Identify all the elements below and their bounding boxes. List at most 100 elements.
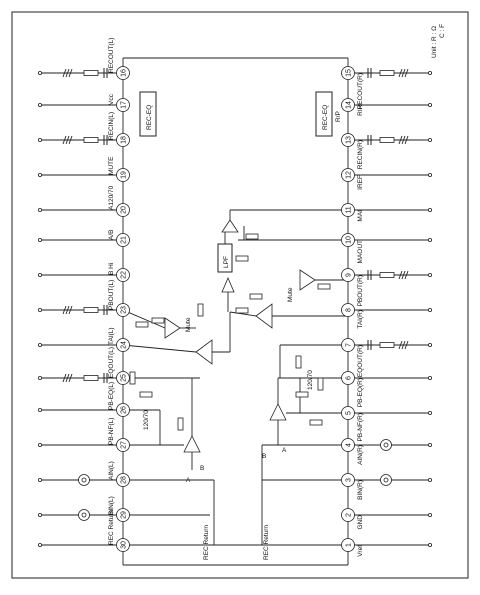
switch-b-right: B xyxy=(262,453,266,460)
pin-22: 22B Hi xyxy=(108,263,130,282)
ground-hash xyxy=(404,270,409,280)
mute-label-left: Mute xyxy=(185,317,192,332)
pin-1-terminal xyxy=(427,543,432,548)
ground-hash xyxy=(401,135,406,145)
pin-label-bin-r: BIN(R) xyxy=(357,480,364,500)
pin-label-maout: MAOUT xyxy=(357,240,364,264)
pin-25-number: 25 xyxy=(121,374,128,382)
pin-label-pb-nf-l: PB-NF(L) xyxy=(108,418,115,445)
rec-eq-right-label: REC-EQ xyxy=(322,105,329,130)
pin-11-number: 11 xyxy=(346,206,353,213)
pin-10-number: 10 xyxy=(346,236,353,244)
external-resistor xyxy=(379,137,395,143)
pin-10-terminal xyxy=(427,237,432,242)
pin-22-number: 22 xyxy=(121,271,128,279)
ground-hash xyxy=(65,305,70,315)
rec-return-right-text: REC Return xyxy=(263,525,270,560)
rec-eq-left-label: REC-EQ xyxy=(146,105,153,130)
internal-resistors xyxy=(129,233,331,431)
pin-17-number: 17 xyxy=(121,101,128,109)
pin-18-number: 18 xyxy=(121,136,128,144)
pin-14-number: 14 xyxy=(346,101,353,109)
pin-13-number: 13 xyxy=(346,136,353,144)
ground-hash xyxy=(62,305,67,315)
external-part-5 xyxy=(367,68,409,78)
pin-8-terminal xyxy=(427,307,432,312)
pin-15-terminal xyxy=(427,71,432,76)
amp-tai-right xyxy=(255,303,273,329)
pin-14-terminal xyxy=(427,103,432,108)
external-resistor xyxy=(83,137,99,143)
input-jack-icon xyxy=(78,474,90,486)
input-jack-icon xyxy=(380,474,392,486)
pin-13-terminal xyxy=(427,137,432,142)
pin-label-rip: RIP xyxy=(357,105,364,116)
pin-label-pb-eq-l: PB-EQ(L) xyxy=(108,382,115,410)
switch-a-right: A xyxy=(282,447,287,454)
ground-hash xyxy=(65,68,70,78)
external-part-2 xyxy=(62,135,108,145)
pin-label-rec-return: REC Return xyxy=(108,510,115,545)
ground-hash xyxy=(401,68,406,78)
pin-3-number: 3 xyxy=(346,478,353,482)
ground-hash xyxy=(404,340,409,350)
pin-1-number: 1 xyxy=(346,543,353,547)
ground-hash xyxy=(68,68,73,78)
pin-12-number: 12 xyxy=(346,171,353,179)
ground-hash xyxy=(401,270,406,280)
external-part-3 xyxy=(62,305,108,315)
pin-21: 21A/B xyxy=(108,230,130,247)
ic-body xyxy=(122,57,349,566)
pin-26-terminal xyxy=(38,407,43,412)
pin-label-pbout-l: PBOUT(L) xyxy=(108,280,115,310)
pin-5-number: 5 xyxy=(346,411,353,415)
pin-15-number: 15 xyxy=(346,69,353,77)
pin-16-terminal xyxy=(38,71,43,76)
ground-hash xyxy=(62,68,67,78)
pin-3-terminal xyxy=(427,477,432,482)
ground-hash xyxy=(65,373,70,383)
external-part-6 xyxy=(367,135,409,145)
external-resistor xyxy=(379,70,395,76)
amp-tail-left xyxy=(195,339,213,365)
pin-label-pb-nf-r: PB-NF(R) xyxy=(357,413,364,442)
pin-label-a-b: A/B xyxy=(108,230,115,240)
pin-28-number: 28 xyxy=(121,476,128,484)
pin-label-recin-r: RECIN(R) xyxy=(357,140,364,169)
ground-hash xyxy=(398,270,403,280)
pin-20-number: 20 xyxy=(121,206,128,214)
pin-30-terminal xyxy=(38,543,43,548)
rp-label: R/P xyxy=(335,111,342,122)
pin-4-number: 4 xyxy=(346,443,353,447)
input-jack-icon xyxy=(380,439,392,451)
pin-label-ain-r: AIN(R) xyxy=(357,445,364,465)
pin-4-terminal xyxy=(427,442,432,447)
pin-5-terminal xyxy=(427,410,432,415)
internal-wiring xyxy=(122,209,348,546)
external-resistor xyxy=(379,342,395,348)
amp-pb-right xyxy=(269,403,287,421)
input-jack-icon xyxy=(78,509,90,521)
pin-label-mute: MUTE xyxy=(108,156,115,175)
pin-label-pb-eq-r: PB-EQ(R) xyxy=(357,378,364,407)
pin-label-gnd: GND xyxy=(357,515,364,530)
lpf-label: LPF xyxy=(223,256,230,268)
pin-9-number: 9 xyxy=(346,273,353,277)
amp-mute-left xyxy=(164,317,181,339)
pin-23: 23 PBOUT(L) xyxy=(108,280,130,317)
pin-label-recout-r: RECOUT(R) xyxy=(357,73,364,109)
switch-a-left: A xyxy=(186,477,191,484)
pin-11-terminal xyxy=(427,207,432,212)
unit-note-line2: C : F xyxy=(439,24,446,38)
pin-23-number: 23 xyxy=(121,306,128,314)
pin-label-tai-r: TAI(R) xyxy=(357,310,364,329)
